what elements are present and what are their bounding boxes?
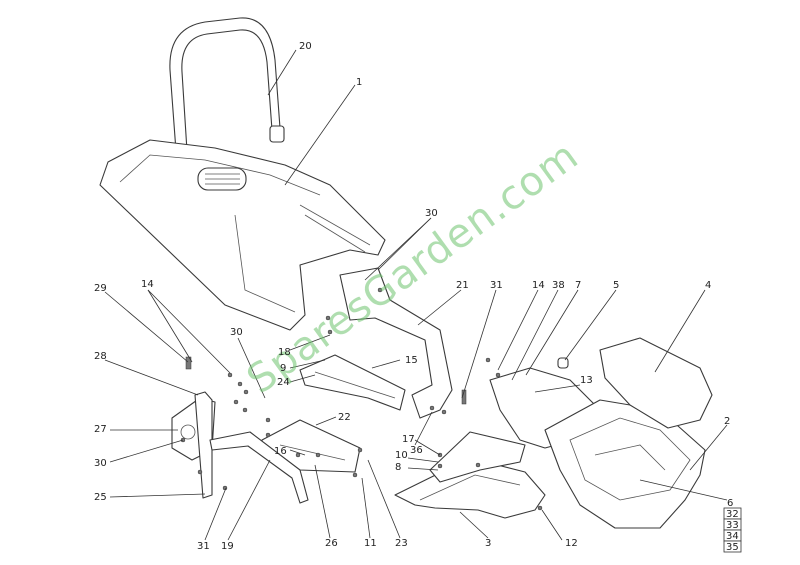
- callout-19: 19: [221, 541, 234, 552]
- callout-17: 17: [402, 434, 415, 445]
- callout-24: 24: [277, 377, 290, 388]
- callout-31-top: 31: [490, 280, 503, 291]
- part-seat-pan: [99, 139, 386, 331]
- callout-30-top: 30: [425, 208, 438, 219]
- fasteners: [180, 287, 543, 511]
- callout-labels: 20 1 30 21 31 14 38 7 5 4 13 2 6 32 33 3…: [94, 41, 742, 553]
- callout-1: 1: [356, 77, 362, 88]
- callout-14-left: 14: [141, 279, 154, 290]
- callout-22: 22: [338, 412, 351, 423]
- callout-10: 10: [395, 450, 408, 461]
- callout-26: 26: [325, 538, 338, 549]
- callout-14-right: 14: [532, 280, 545, 291]
- callout-38: 38: [552, 280, 565, 291]
- callout-16: 16: [274, 446, 287, 457]
- callout-34: 34: [726, 531, 739, 542]
- callout-18: 18: [278, 347, 291, 358]
- callout-9: 9: [280, 363, 286, 374]
- callout-11: 11: [364, 538, 377, 549]
- callout-30-left: 30: [230, 327, 243, 338]
- callout-8: 8: [395, 462, 401, 473]
- callout-36: 36: [410, 445, 423, 456]
- part-hinge-plate: [299, 354, 406, 411]
- callout-31-bottom: 31: [197, 541, 210, 552]
- callout-27: 27: [94, 424, 107, 435]
- callout-29: 29: [94, 283, 107, 294]
- part-lower-bar: [209, 431, 309, 504]
- callout-28: 28: [94, 351, 107, 362]
- callout-2: 2: [724, 416, 730, 427]
- callout-35: 35: [726, 542, 739, 553]
- callout-33: 33: [726, 520, 739, 531]
- callout-12: 12: [565, 538, 578, 549]
- callout-15: 15: [405, 355, 418, 366]
- callout-6: 6: [727, 498, 733, 509]
- callout-25: 25: [94, 492, 107, 503]
- callout-5: 5: [613, 280, 619, 291]
- part-bracket-arm: [339, 267, 453, 419]
- leader-lines: [104, 49, 728, 541]
- callout-3: 3: [485, 538, 491, 549]
- callout-7: 7: [575, 280, 581, 291]
- callout-23: 23: [395, 538, 408, 549]
- callout-13: 13: [580, 375, 593, 386]
- part-top-cover: [599, 337, 713, 429]
- callout-20: 20: [299, 41, 312, 52]
- callout-21: 21: [456, 280, 469, 291]
- callout-box-stack: 32 33 34 35: [723, 507, 742, 553]
- part-floor-plate: [429, 431, 526, 483]
- callout-30-bottom: 30: [94, 458, 107, 469]
- callout-4: 4: [705, 280, 711, 291]
- part-knob: [557, 357, 569, 369]
- callout-32: 32: [726, 509, 739, 520]
